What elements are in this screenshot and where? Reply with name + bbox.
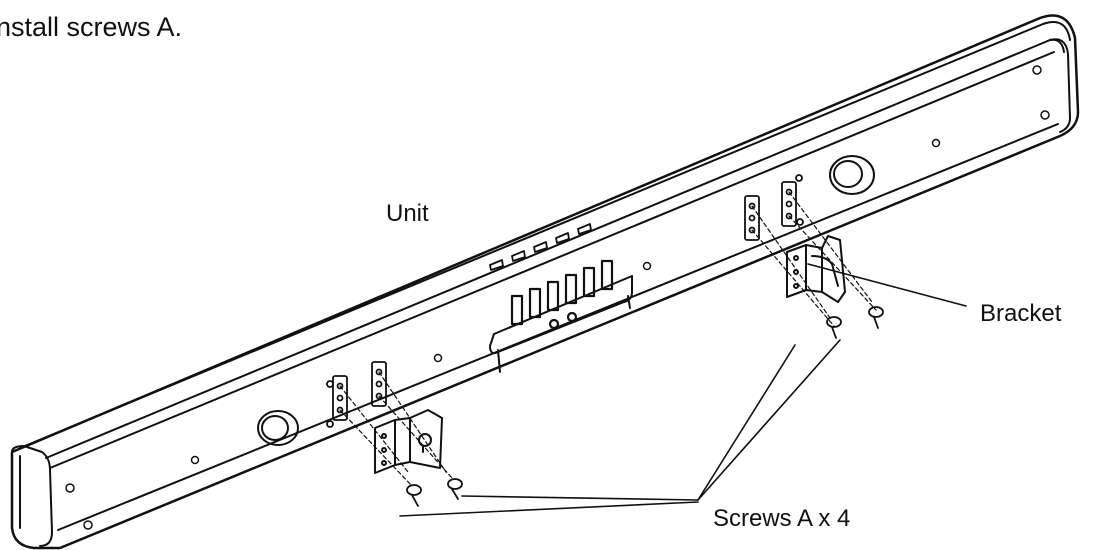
speaker-port-left bbox=[257, 410, 299, 446]
screws-left bbox=[406, 478, 463, 507]
connector-panel bbox=[489, 275, 633, 373]
bracket-label: Bracket bbox=[980, 300, 1062, 327]
speaker-port-right bbox=[829, 155, 875, 195]
unit-label: Unit bbox=[386, 200, 429, 227]
screw-leader-line-3 bbox=[697, 344, 796, 501]
screw-leader-line-4 bbox=[697, 339, 841, 501]
instruction-text: nstall screws A. bbox=[0, 12, 183, 42]
mounting-slots-right bbox=[744, 174, 804, 241]
screws-right bbox=[826, 306, 884, 339]
bracket-right bbox=[786, 235, 846, 303]
screw-leader-line-2 bbox=[399, 501, 699, 517]
control-buttons bbox=[489, 223, 592, 271]
leader-lines bbox=[399, 263, 967, 517]
end-cap-holes bbox=[65, 65, 1050, 530]
bracket-leader-line bbox=[807, 263, 967, 307]
unit-body bbox=[10, 14, 1080, 550]
front-holes bbox=[190, 138, 941, 465]
bracket-left bbox=[374, 409, 443, 474]
mounting-slots-left bbox=[326, 361, 387, 428]
connector-ports bbox=[510, 259, 614, 330]
screws-label: Screws A x 4 bbox=[713, 505, 851, 532]
guide-lines-right bbox=[751, 191, 877, 327]
guide-lines-left bbox=[339, 371, 453, 487]
screw-leader-line-1 bbox=[461, 495, 699, 501]
